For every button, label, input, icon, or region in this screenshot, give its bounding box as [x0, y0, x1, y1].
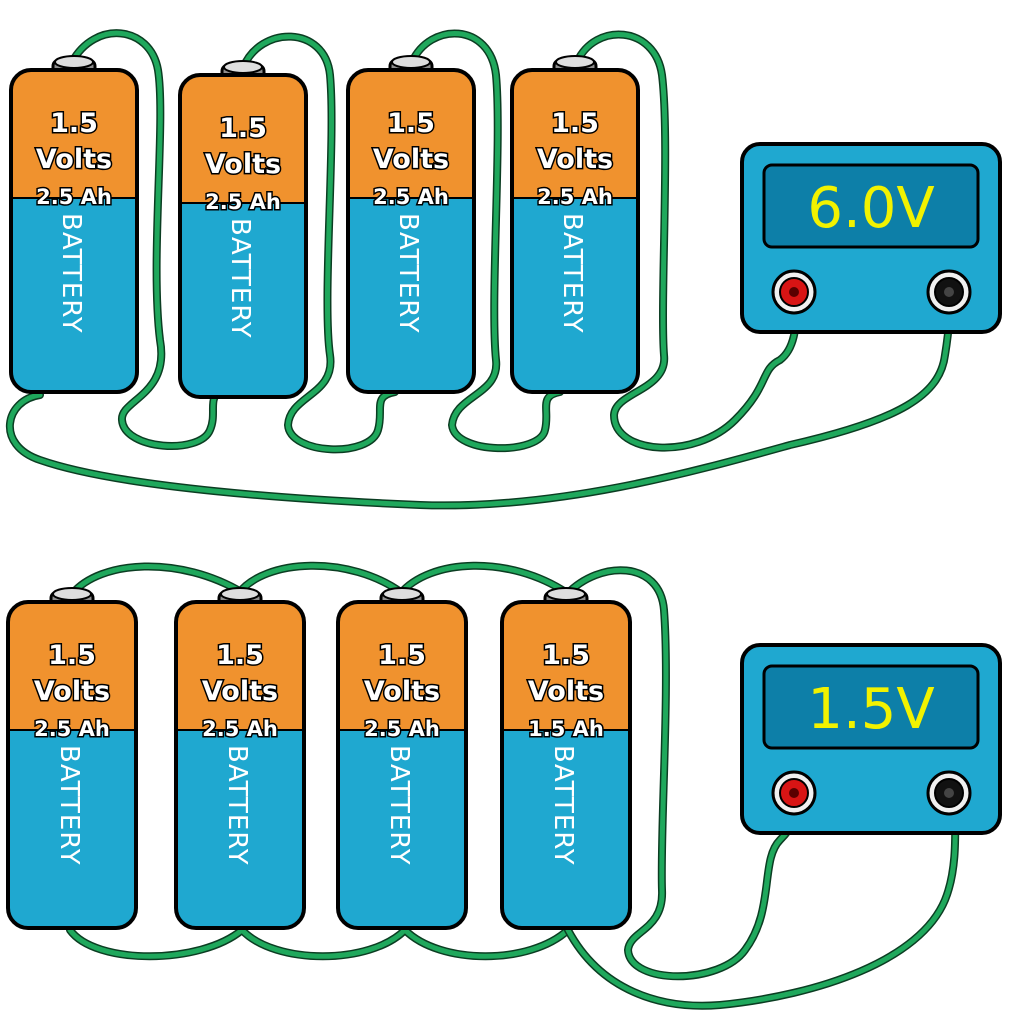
- parallel-wire-top-3: [397, 563, 570, 597]
- battery-capacity-label: 2.5 Ah: [364, 717, 440, 741]
- battery-top-band: [11, 70, 137, 198]
- battery-capacity-label: 1.5 Ah: [528, 717, 604, 741]
- battery-terminal-top: [555, 55, 595, 69]
- battery-unit-label: Volts: [202, 676, 278, 707]
- battery-brand-label: BATTERY: [225, 218, 255, 339]
- parallel-wire-top-2: [235, 563, 405, 597]
- battery-outline: [178, 73, 308, 399]
- parallel-wires: [66, 561, 960, 1010]
- battery-outline: [336, 600, 468, 930]
- battery-outline: [510, 68, 640, 394]
- voltmeter-display: [762, 664, 980, 750]
- series-wire-4: [574, 31, 801, 450]
- series-voltmeter: 6.0V: [740, 142, 1002, 334]
- battery-brand-label: BATTERY: [384, 745, 414, 866]
- battery-voltage-label: 1.5: [542, 640, 590, 671]
- battery-top-band: [176, 602, 304, 730]
- battery-top-band: [8, 602, 136, 730]
- negative-terminal-hole: [944, 287, 954, 297]
- positive-terminal-hole: [789, 287, 799, 297]
- battery-unit-label: Volts: [205, 149, 281, 180]
- battery-voltage-label: 1.5: [551, 108, 599, 139]
- battery-brand-label: BATTERY: [557, 213, 587, 334]
- battery-voltage-label: 1.5: [219, 113, 267, 144]
- battery-capacity-label: 2.5 Ah: [205, 190, 281, 214]
- battery-outline: [6, 600, 138, 930]
- parallel-wire-bottom: [67, 927, 571, 959]
- battery-unit-label: Volts: [364, 676, 440, 707]
- series-wire-1: [69, 30, 228, 449]
- battery-voltage-label: 1.5: [50, 108, 98, 139]
- battery-top-band: [338, 602, 466, 730]
- battery-brand-label: BATTERY: [393, 213, 423, 334]
- parallel-wire-positive: [564, 567, 801, 979]
- parallel-wire-top-1: [69, 563, 246, 597]
- battery-outline: [174, 600, 306, 930]
- battery-terminal-top: [223, 60, 263, 74]
- battery-top-band: [348, 70, 474, 198]
- battery-outline: [500, 600, 632, 930]
- parallel-wire-bottom-outline: [66, 926, 572, 961]
- voltmeter-reading: 6.0V: [807, 176, 934, 241]
- positive-terminal-hole: [789, 788, 799, 798]
- battery-outline: [9, 68, 139, 394]
- battery-unit-label: Volts: [34, 676, 110, 707]
- voltmeter-reading: 1.5V: [807, 677, 934, 742]
- battery-capacity-label: 2.5 Ah: [202, 717, 278, 741]
- battery-terminal-top: [220, 587, 260, 601]
- battery-capacity-label: 2.5 Ah: [537, 185, 613, 209]
- battery-voltage-label: 1.5: [216, 640, 264, 671]
- voltmeter-display: [762, 163, 980, 249]
- battery-voltage-label: 1.5: [387, 108, 435, 139]
- battery-unit-label: Volts: [373, 144, 449, 175]
- battery-brand-label: BATTERY: [54, 745, 84, 866]
- battery-unit-label: Volts: [528, 676, 604, 707]
- parallel-wire-negative: [565, 789, 958, 1009]
- battery-capacity-label: 2.5 Ah: [373, 185, 449, 209]
- battery-brand-label: BATTERY: [222, 745, 252, 866]
- battery-terminal-top: [391, 55, 431, 69]
- battery-terminal-top: [546, 587, 586, 601]
- battery-voltage-label: 1.5: [378, 640, 426, 671]
- battery-capacity-label: 2.5 Ah: [36, 185, 112, 209]
- parallel-voltmeter: 1.5V: [740, 643, 1002, 835]
- battery-brand-label: BATTERY: [548, 745, 578, 866]
- battery-unit-label: Volts: [537, 144, 613, 175]
- battery-top-band: [180, 75, 306, 203]
- battery-capacity-label: 2.5 Ah: [34, 717, 110, 741]
- series-wire-2: [240, 34, 398, 452]
- series-wire-3: [409, 30, 563, 451]
- series-wire-return: [7, 289, 953, 508]
- battery-top-band: [502, 602, 630, 730]
- battery-terminal-top: [52, 587, 92, 601]
- battery-terminal-top: [382, 587, 422, 601]
- series-wires: [6, 29, 954, 510]
- battery-unit-label: Volts: [36, 144, 112, 175]
- battery-brand-label: BATTERY: [56, 213, 86, 334]
- battery-terminal-top: [54, 55, 94, 69]
- battery-voltage-label: 1.5: [48, 640, 96, 671]
- battery-outline: [346, 68, 476, 394]
- battery-top-band: [512, 70, 638, 198]
- negative-terminal-hole: [944, 788, 954, 798]
